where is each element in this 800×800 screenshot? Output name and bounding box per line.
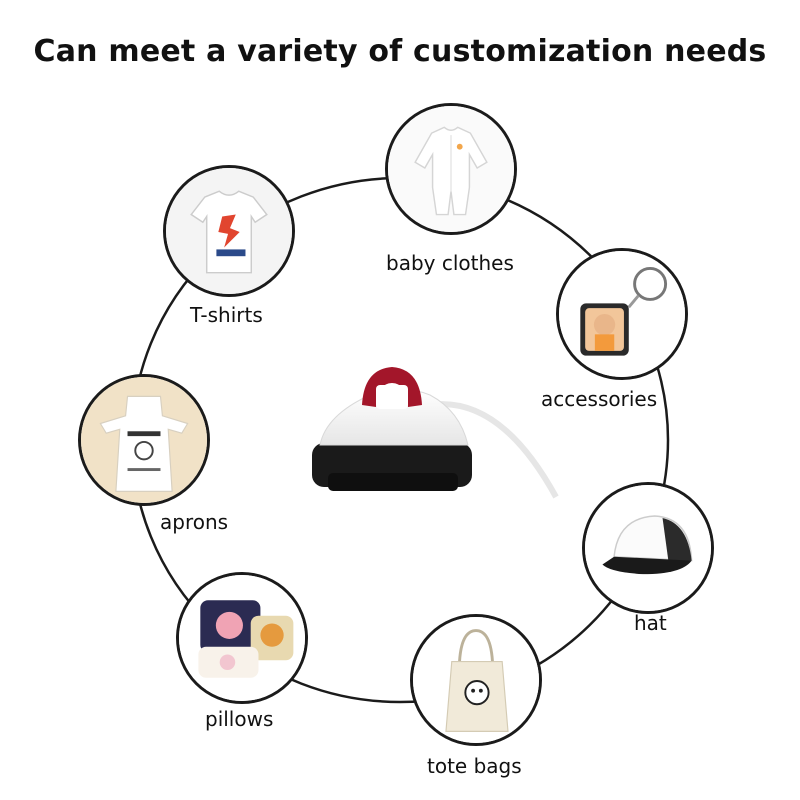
baby-clothes-icon (388, 106, 514, 232)
baby-clothes-label: baby clothes (386, 251, 514, 275)
aprons-bubble (78, 374, 210, 506)
pillow-icon (179, 575, 305, 701)
apron-icon (81, 377, 207, 503)
tshirt-icon (166, 168, 292, 294)
tshirt-label: T-shirts (190, 303, 263, 327)
accessories-label: accessories (541, 387, 658, 411)
tote-bags-bubble (410, 614, 542, 746)
hat-label: hat (634, 611, 667, 635)
pillows-label: pillows (205, 707, 274, 731)
heat-press-icon (312, 367, 559, 499)
tshirt-bubble (163, 165, 295, 297)
hat-bubble (582, 482, 714, 614)
aprons-label: aprons (160, 510, 229, 534)
page-title: Can meet a variety of customization need… (33, 34, 767, 69)
keychain-icon (559, 251, 685, 377)
tote-bag-icon (413, 617, 539, 743)
pillows-bubble (176, 572, 308, 704)
heat-press-image (300, 355, 560, 505)
accessories-bubble (556, 248, 688, 380)
baby-clothes-bubble (385, 103, 517, 235)
tote-bags-label: tote bags (427, 754, 522, 778)
cap-icon (585, 485, 711, 611)
